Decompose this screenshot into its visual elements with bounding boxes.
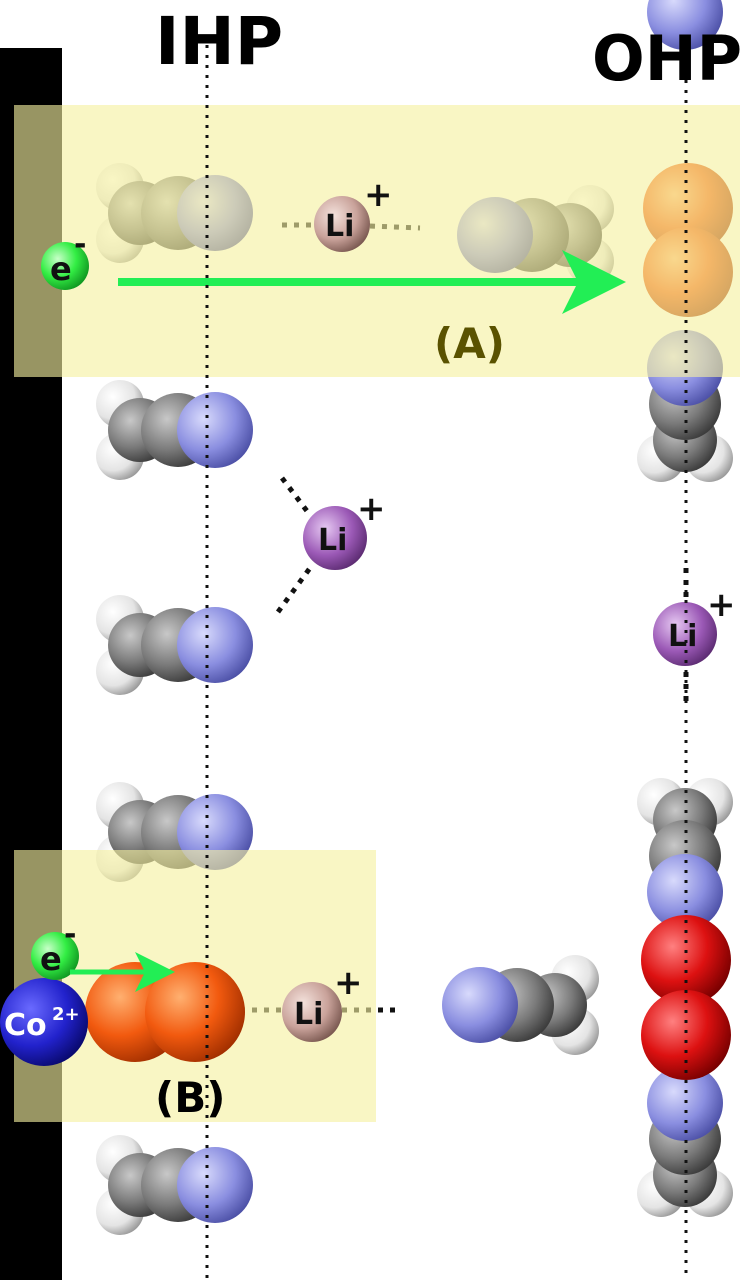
- li-label-a: Li: [325, 209, 354, 244]
- li-label-ohp: Li: [668, 619, 697, 654]
- li-ion-a: [314, 196, 370, 252]
- li-label-middle: Li: [318, 523, 347, 558]
- electron-b: [31, 932, 79, 980]
- li-ion-middle: [303, 506, 367, 570]
- cobalt-label: Co: [4, 1008, 47, 1043]
- highlight-region-a: [14, 105, 740, 377]
- electron-a: [41, 242, 89, 290]
- electron-charge-b: -: [64, 917, 76, 952]
- acetonitrile-region-b: [442, 955, 599, 1055]
- electron-label-a: e: [50, 250, 72, 288]
- electron-charge-a: -: [74, 227, 86, 262]
- li-charge-ohp: +: [707, 585, 736, 625]
- region-a-label: (A): [434, 319, 505, 368]
- ihp-label: IHP: [155, 3, 283, 80]
- cobalt-ion: [0, 978, 88, 1066]
- electron-label-b: e: [40, 940, 62, 978]
- li-charge-a: +: [364, 175, 393, 215]
- oxygen-molecule-ohp-red: [641, 915, 731, 1080]
- region-b-label: (B): [155, 1073, 225, 1122]
- li-charge-b: +: [334, 963, 363, 1003]
- ohp-label: OHP: [592, 22, 742, 95]
- li-label-b: Li: [294, 997, 323, 1032]
- li-charge-middle: +: [357, 489, 386, 529]
- li-ion-b: [282, 982, 342, 1042]
- oxygen-molecule-ihp-b: [85, 962, 245, 1062]
- cobalt-charge: 2+: [52, 1004, 80, 1025]
- li-ion-ohp: [653, 602, 717, 666]
